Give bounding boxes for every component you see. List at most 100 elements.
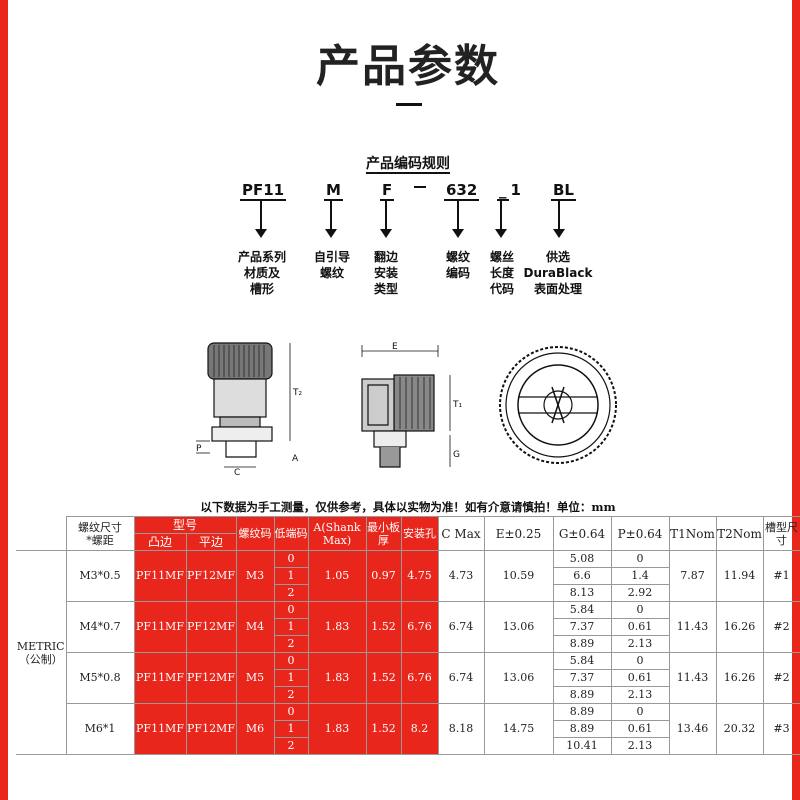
cell-g: 5.84 — [552, 652, 612, 670]
cell-p: 0.61 — [610, 669, 670, 687]
cell-low: 0 — [273, 550, 309, 568]
svg-text:C: C — [234, 468, 240, 475]
header-convex: 凸边 — [133, 533, 187, 551]
header-slot: 槽型尺寸 — [762, 516, 800, 551]
cell-low: 2 — [273, 584, 309, 602]
code-series: PF11 — [240, 181, 287, 201]
code-thread-type: M — [324, 181, 343, 201]
cell-low: 1 — [273, 567, 309, 585]
code-finish: BL — [551, 181, 576, 201]
cell-size: M4*0.7 — [65, 601, 135, 653]
cell-size: M6*1 — [65, 703, 135, 755]
cell-c: 6.74 — [437, 652, 485, 704]
cell-g: 8.89 — [552, 686, 612, 704]
cell-code: M4 — [235, 601, 275, 653]
cell-g: 10.41 — [552, 737, 612, 755]
cell-hole: 6.76 — [400, 652, 439, 704]
cell-low: 1 — [273, 618, 309, 636]
svg-text:T₂: T₂ — [292, 388, 302, 398]
cell-a: 1.83 — [307, 703, 367, 755]
desc-series: 产品系列材质及槽形 — [237, 250, 286, 296]
cell-flat: PF12MF — [185, 550, 237, 602]
code-dash — [414, 186, 426, 188]
arrow-icon — [325, 200, 337, 238]
cell-g: 6.6 — [552, 567, 612, 585]
arrow-icon — [255, 200, 267, 238]
page-title: 产品参数 — [316, 41, 500, 92]
cell-c: 8.18 — [437, 703, 485, 755]
cell-p: 2.13 — [610, 737, 670, 755]
cell-low: 0 — [273, 601, 309, 619]
arrow-icon — [452, 200, 464, 238]
cell-t1: 7.87 — [668, 550, 717, 602]
svg-text:P: P — [196, 444, 202, 454]
table-row: M6*1 PF11MF PF12MF M6 0 1.83 1.52 8.2 8.… — [16, 703, 800, 755]
desc-thread-type: 自引导螺纹 — [313, 250, 350, 280]
parameter-table: 螺纹尺寸*螺距 型号 螺纹码 低端码 A(Shank Max) 最小板厚 安装孔… — [16, 516, 800, 755]
cell-p: 0 — [610, 652, 670, 670]
header-model: 型号 — [133, 516, 237, 534]
svg-text:G: G — [453, 450, 460, 460]
cell-p: 2.13 — [610, 635, 670, 653]
cell-a: 1.05 — [307, 550, 367, 602]
desc-thread: 螺纹编码 — [445, 250, 470, 280]
svg-text:A: A — [292, 454, 299, 464]
cell-c: 4.73 — [437, 550, 485, 602]
cell-t1: 13.46 — [668, 703, 717, 755]
table-row: 1 7.37 0.61 — [16, 618, 800, 636]
cell-e: 14.75 — [483, 703, 554, 755]
cell-g: 7.37 — [552, 618, 612, 636]
cell-g: 8.89 — [552, 703, 612, 721]
cell-g: 8.89 — [552, 720, 612, 738]
header-a-shank: A(Shank Max) — [307, 516, 367, 551]
top-view-drawing — [499, 346, 617, 464]
cell-t2: 16.26 — [715, 601, 764, 653]
cell-t2: 20.32 — [715, 703, 764, 755]
cell-p: 0 — [610, 601, 670, 619]
header-t1: T1Nom — [668, 516, 717, 551]
cell-code: M3 — [235, 550, 275, 602]
header-low-end-code: 低端码 — [273, 516, 309, 551]
cell-panel: 1.52 — [365, 703, 402, 755]
cell-t2: 16.26 — [715, 652, 764, 704]
header-min-panel: 最小板厚 — [365, 516, 402, 551]
cell-p: 0.61 — [610, 720, 670, 738]
cell-panel: 0.97 — [365, 550, 402, 602]
header-hole: 安装孔 — [400, 516, 439, 551]
cell-low: 2 — [273, 686, 309, 704]
table-row: M4*0.7 PF11MF PF12MF M4 0 1.83 1.52 6.76… — [16, 601, 800, 653]
cell-p: 2.92 — [610, 584, 670, 602]
arrow-icon — [380, 200, 392, 238]
metric-label: METRIC（公制） — [16, 550, 67, 755]
cell-panel: 1.52 — [365, 652, 402, 704]
cell-hole: 6.76 — [400, 601, 439, 653]
cell-flat: PF12MF — [185, 703, 237, 755]
cell-e: 10.59 — [483, 550, 554, 602]
cell-a: 1.83 — [307, 601, 367, 653]
svg-text:T₁: T₁ — [452, 400, 462, 410]
desc-flange: 翻边安装类型 — [373, 250, 398, 296]
header-p: P±0.64 — [610, 516, 670, 551]
measurement-note: 以下数据为手工测量，仅供参考，具体以实物为准！如有介意请慎拍！单位：mm — [200, 500, 616, 514]
cell-g: 5.84 — [552, 601, 612, 619]
side-view-drawing: T₂ P C A — [196, 342, 302, 475]
table-row: 2 8.89 2.13 — [16, 686, 800, 704]
table-row: 1 6.6 1.4 — [16, 567, 800, 585]
cell-convex: PF11MF — [133, 601, 187, 653]
table-row: METRIC（公制） M3*0.5 PF11MF PF12MF M3 0 1.0… — [16, 550, 800, 755]
cell-convex: PF11MF — [133, 652, 187, 704]
table-row: 2 10.41 2.13 — [16, 737, 800, 755]
cell-size: M3*0.5 — [65, 550, 135, 602]
title-underline — [396, 103, 422, 106]
cell-slot: #2 — [762, 652, 800, 704]
header-thread-code: 螺纹码 — [235, 516, 275, 551]
code-thread: 632 — [444, 181, 480, 201]
header-e: E±0.25 — [483, 516, 554, 551]
cell-low: 2 — [273, 635, 309, 653]
cell-p: 0 — [610, 703, 670, 721]
cell-p: 0 — [610, 550, 670, 568]
cell-hole: 4.75 — [400, 550, 439, 602]
cell-convex: PF11MF — [133, 550, 187, 602]
header-g: G±0.64 — [552, 516, 612, 551]
